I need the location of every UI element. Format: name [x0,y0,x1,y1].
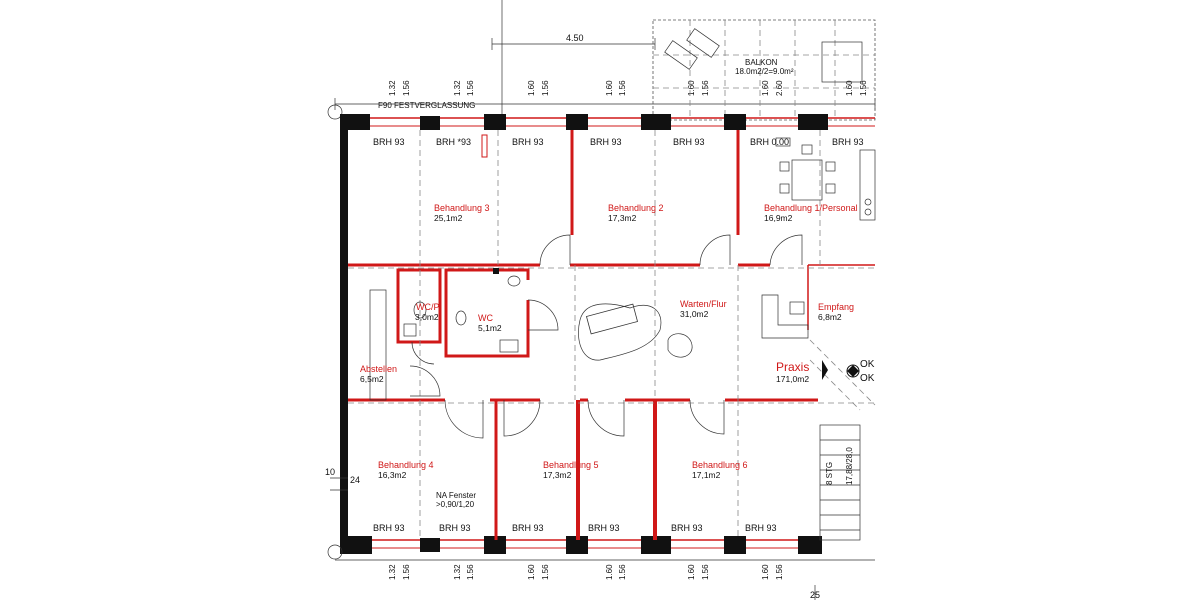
dim-bottom-2: 1.32 [453,564,462,580]
praxis-area: 171,0m2 [776,374,809,384]
brh-top-6: BRH 93 [832,137,864,147]
edge-number-left-b: 24 [350,475,360,485]
brh-top-2: BRH 93 [512,137,544,147]
brh-top-1: BRH *93 [436,137,471,147]
brh-top-5: BRH 0.00 [750,137,789,147]
brh-bottom-2: BRH 93 [512,523,544,533]
window-note-line1: NA Fenster [436,491,476,500]
brh-bottom-1: BRH 93 [439,523,471,533]
dim-bottom-6: 1.60 [605,564,614,580]
room-area-behandlung-3: 25,1m2 [434,213,463,223]
room-name-empfang: Empfang [818,302,854,312]
bottom-dimension-chain [327,544,875,600]
room-labels: Behandlung 3 25,1m2 Behandlung 2 17,3m2 … [360,203,858,480]
dim-bottom-4: 1.60 [527,564,536,580]
dim-top-8: 1.60 [687,80,696,96]
dim-top-2: 1.32 [453,80,462,96]
furniture [369,137,876,401]
bottom-piers [340,536,822,554]
balcony [652,19,876,121]
room-name-wc: WC [478,313,493,323]
door-swings [409,234,803,439]
dim-bottom-5: 1.56 [541,564,550,580]
edge-number-bottom: 25 [810,590,820,600]
top-dimension-chain [327,0,876,120]
brh-bottom-0: BRH 93 [373,523,405,533]
dim-bottom-3: 1.56 [466,564,475,580]
grid-lines [348,130,875,540]
praxis-label: Praxis [776,360,809,374]
room-area-behandlung-2: 17,3m2 [608,213,637,223]
room-name-warten-flur: Warten/Flur [680,299,727,309]
interior-walls [348,130,875,540]
stair-label: 8 STG [825,462,834,485]
dim-bottom-11: 1.56 [775,564,784,580]
room-name-behandlung-6: Behandlung 6 [692,460,748,470]
dim-bottom-10: 1.60 [761,564,770,580]
room-name-behandlung-2: Behandlung 2 [608,203,664,213]
dim-top-1: 1.56 [402,80,411,96]
room-name-behandlung-1-personal: Behandlung 1/Personal [764,203,858,213]
dim-top-12: 1.60 [845,80,854,96]
brh-bottom-labels: BRH 93 BRH 93 BRH 93 BRH 93 BRH 93 BRH 9… [373,523,777,533]
dim-bottom-8: 1.60 [687,564,696,580]
room-area-behandlung-4: 16,3m2 [378,470,407,480]
dim-bottom-9: 1.56 [701,564,710,580]
dim-bottom-0: 1.32 [388,564,397,580]
ok-label-2: OK [860,373,875,384]
room-area-warten-flur: 31,0m2 [680,309,709,319]
dim-top-6: 1.60 [605,80,614,96]
glazing-label: F90 FESTVERGLASSUNG [378,101,475,110]
balcony-area: 18.0m2/2=9.0m² [735,67,794,76]
dim-bottom-7: 1.56 [618,564,627,580]
brh-bottom-4: BRH 93 [671,523,703,533]
dimension-top-label: 4.50 [566,33,584,43]
dim-top-11: 2.60 [775,80,784,96]
stairs [809,339,876,541]
brh-bottom-5: BRH 93 [745,523,777,533]
room-name-behandlung-3: Behandlung 3 [434,203,490,213]
balcony-name: BALKON [745,58,778,67]
brh-top-labels: BRH 93 BRH *93 BRH 93 BRH 93 BRH 93 BRH … [373,137,864,147]
room-area-wc: 5,1m2 [478,323,502,333]
room-name-behandlung-5: Behandlung 5 [543,460,599,470]
brh-bottom-3: BRH 93 [588,523,620,533]
edge-number-left: 10 [325,467,335,477]
bottom-dimension-numbers: 1.32 1.56 1.32 1.56 1.60 1.56 1.60 1.56 … [388,564,784,580]
brh-top-3: BRH 93 [590,137,622,147]
dim-top-0: 1.32 [388,80,397,96]
room-name-behandlung-4: Behandlung 4 [378,460,434,470]
room-name-wc-p: WC/P [416,302,440,312]
room-area-wc-p: 3,0m2 [415,312,439,322]
brh-top-4: BRH 93 [673,137,705,147]
stair-dims: 17,88/28,0 [845,447,854,485]
window-note-line2: >0,90/1,20 [436,500,475,509]
dim-top-3: 1.56 [466,80,475,96]
room-name-abstellen: Abstellen [360,364,397,374]
room-area-behandlung-5: 17,3m2 [543,470,572,480]
dim-top-4: 1.60 [527,80,536,96]
dim-top-7: 1.56 [618,80,627,96]
brh-top-0: BRH 93 [373,137,405,147]
room-area-behandlung-6: 17,1m2 [692,470,721,480]
dim-bottom-1: 1.56 [402,564,411,580]
room-area-abstellen: 6,5m2 [360,374,384,384]
ok-label-1: OK [860,359,875,370]
room-area-behandlung-1-personal: 16,9m2 [764,213,793,223]
top-piers [340,114,828,130]
dim-top-5: 1.56 [541,80,550,96]
room-area-empfang: 6,8m2 [818,312,842,322]
